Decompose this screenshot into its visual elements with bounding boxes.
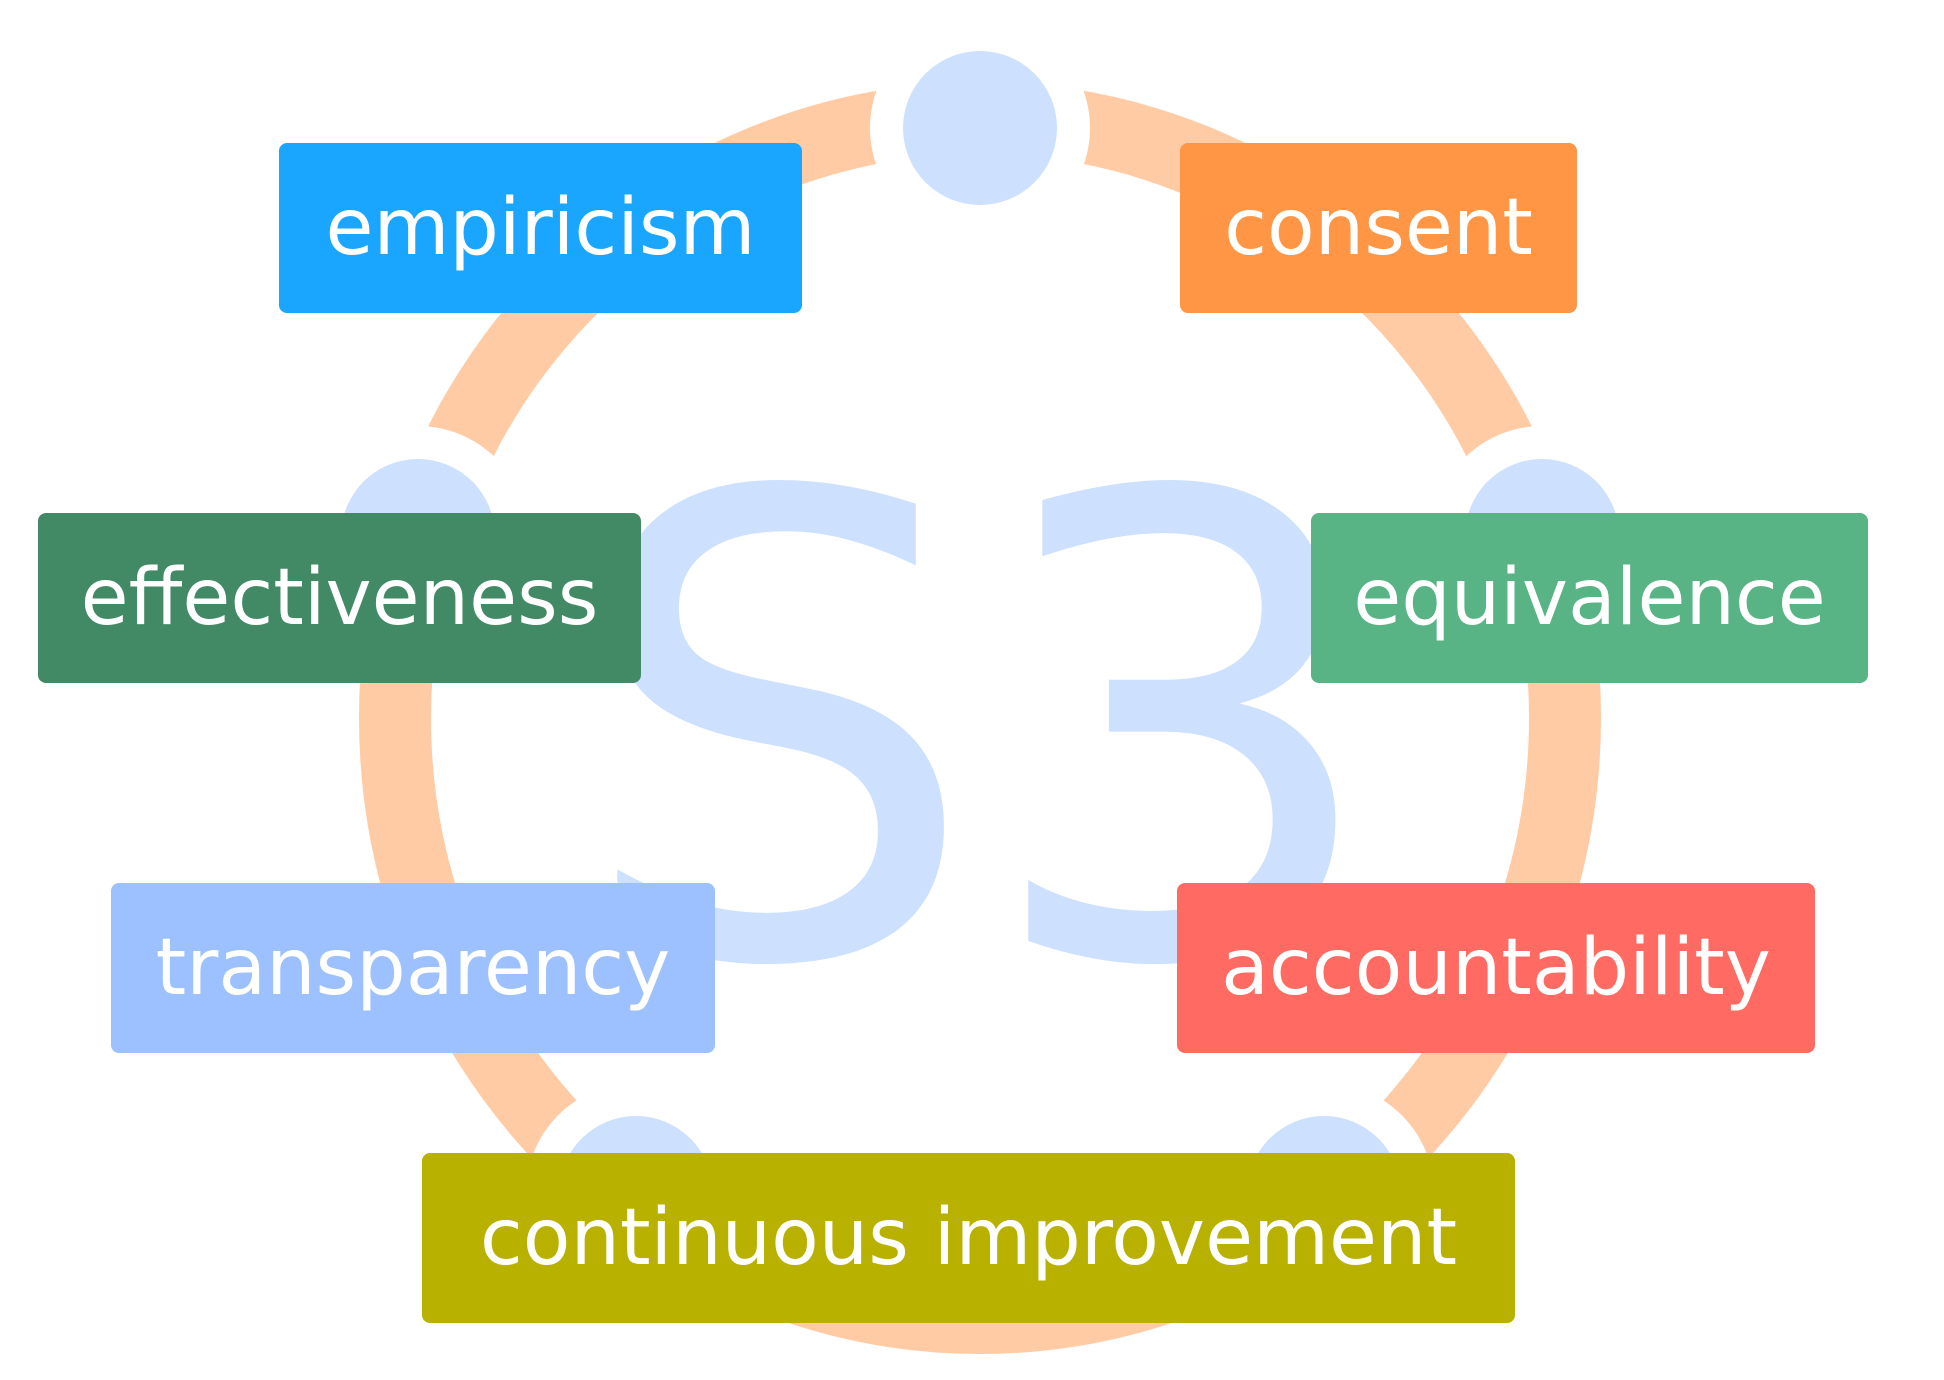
principle-continuous-improvement: continuous improvement <box>422 1153 1515 1323</box>
ring-node-top <box>903 51 1057 205</box>
principle-equivalence: equivalence <box>1311 513 1868 683</box>
principle-consent: consent <box>1180 143 1577 313</box>
principle-effectiveness: effectiveness <box>38 513 641 683</box>
principle-accountability: accountability <box>1177 883 1815 1053</box>
principle-empiricism: empiricism <box>279 143 802 313</box>
principle-transparency: transparency <box>111 883 715 1053</box>
